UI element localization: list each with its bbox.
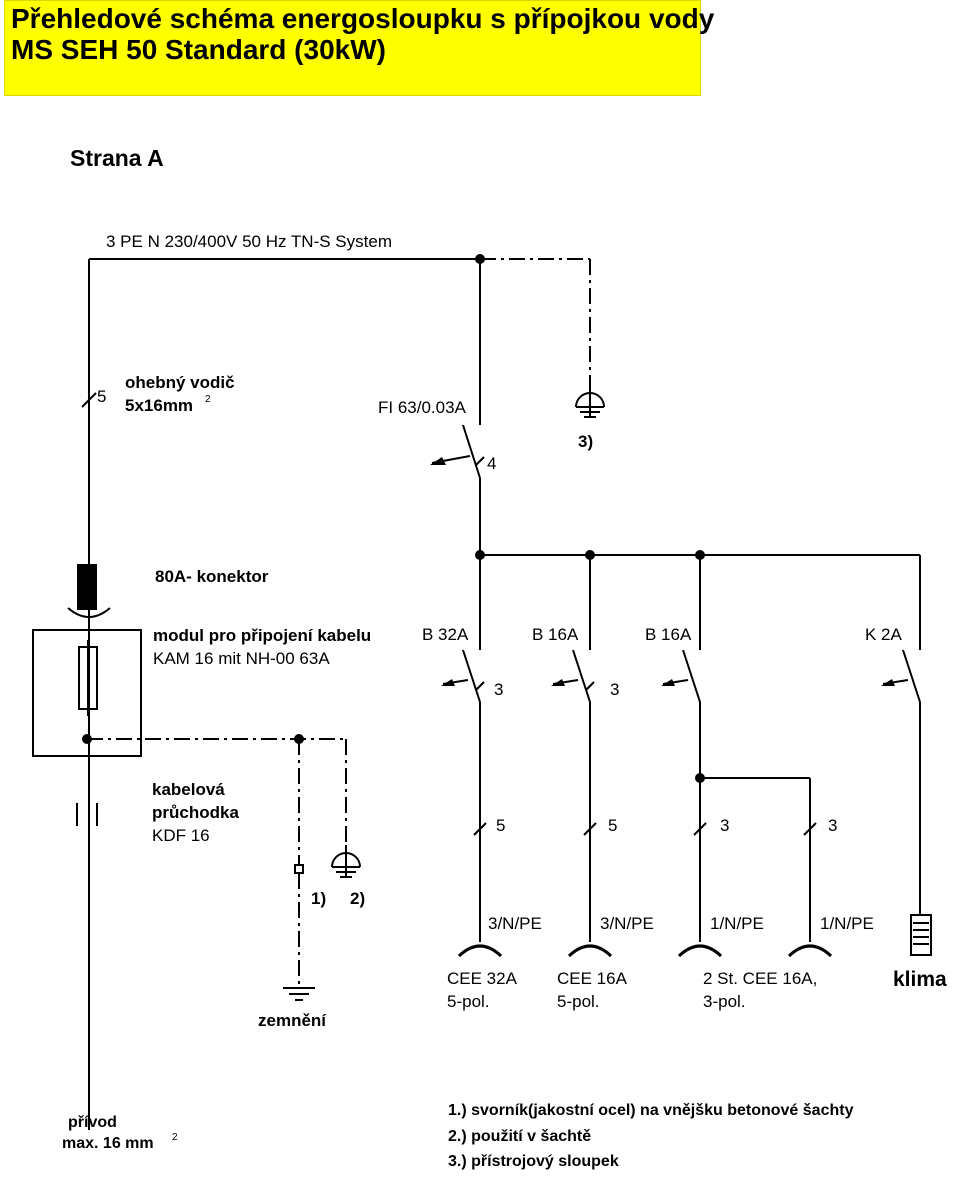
mark-1: 1) [311,889,326,908]
socket-1-label-1: CEE 32A [447,969,518,988]
side-heading: Strana A [70,145,164,171]
note-2: 2.) použití v šachtě [448,1128,591,1145]
socket-3-label-1: 2 St. CEE 16A, [703,969,817,988]
klima-label: klima [893,968,947,991]
socket-1-label-2: 5-pol. [447,992,490,1011]
socket-2-label-2: 5-pol. [557,992,600,1011]
mark-2: 2) [350,889,365,908]
gland-label-1: kabelová [152,780,225,799]
contactor-switch-icon [881,555,921,915]
branch-4-count: 3 [828,816,837,835]
socket-2-label-1: CEE 16A [557,969,628,988]
socket-2-icon [567,944,613,958]
rcd-switch-icon [430,424,485,479]
branch-4-conductors: 1/N/PE [820,914,874,933]
branch-3-conductors: 1/N/PE [710,914,764,933]
branch-2-count: 5 [608,816,617,835]
cable-gland-icon [76,803,98,826]
breaker-2-switch-icon [551,555,597,942]
gland-label-3: KDF 16 [152,826,210,845]
post-ref-label: 3) [578,432,593,451]
branch-3-count: 3 [720,816,729,835]
earth-label: zemnění [258,1011,327,1030]
supply-label-2: max. 16 mm [62,1135,154,1152]
connector-label: 80A- konektor [155,567,269,586]
title-line-2: MS SEH 50 Standard (30kW) [11,34,386,65]
cable-label-2: 5x16mm [125,396,193,415]
breaker-3-label: B 16A [645,625,692,644]
pe-dashed-to-post [475,254,591,384]
socket-1-icon [457,944,503,958]
cable-tick [81,392,97,408]
klima-unit-icon [910,914,932,956]
module-box [32,629,142,757]
protective-earth-icon [575,384,605,418]
module-label-2: KAM 16 mit NH-00 63A [153,649,330,668]
breaker-1-label: B 32A [422,625,469,644]
branch-2-conductors: 3/N/PE [600,914,654,933]
rcd-label: FI 63/0.03A [378,398,467,417]
contactor-label: K 2A [865,625,903,644]
title-line-1: Přehledové schéma energosloupku s přípoj… [11,3,715,34]
supply-label-1: přívod [68,1114,117,1131]
breaker-2-label: B 16A [532,625,579,644]
socket-4-icon [787,944,833,958]
socket-3-icon [677,944,723,958]
earth-dashed-line [87,734,347,986]
module-label-1: modul pro připojení kabelu [153,626,371,645]
breaker-2-poles: 3 [610,680,619,699]
cable-label-1: ohebný vodič [125,373,235,392]
note-3: 3.) přístrojový sloupek [448,1153,619,1170]
title-banner: Přehledové schéma energosloupku s přípoj… [4,0,715,96]
cable-count: 5 [97,387,106,406]
cable-sup: 2 [205,394,211,405]
breaker-1-switch-icon [441,555,487,942]
branch-1-conductors: 3/N/PE [488,914,542,933]
terminal-bolt-icon [331,845,361,878]
branch-1-count: 5 [496,816,505,835]
breaker-3-switch-icon [661,555,817,942]
connector-icon [67,564,111,618]
distribution-bus [475,550,920,560]
note-1: 1.) svorník(jakostní ocel) na vnějšku be… [448,1102,854,1119]
breaker-1-poles: 3 [494,680,503,699]
ground-icon [283,987,315,1001]
gland-label-2: průchodka [152,803,239,822]
supply-sup: 2 [172,1132,178,1143]
rcd-poles: 4 [487,454,496,473]
system-label: 3 PE N 230/400V 50 Hz TN-S System [106,232,392,251]
socket-3-label-2: 3-pol. [703,992,746,1011]
